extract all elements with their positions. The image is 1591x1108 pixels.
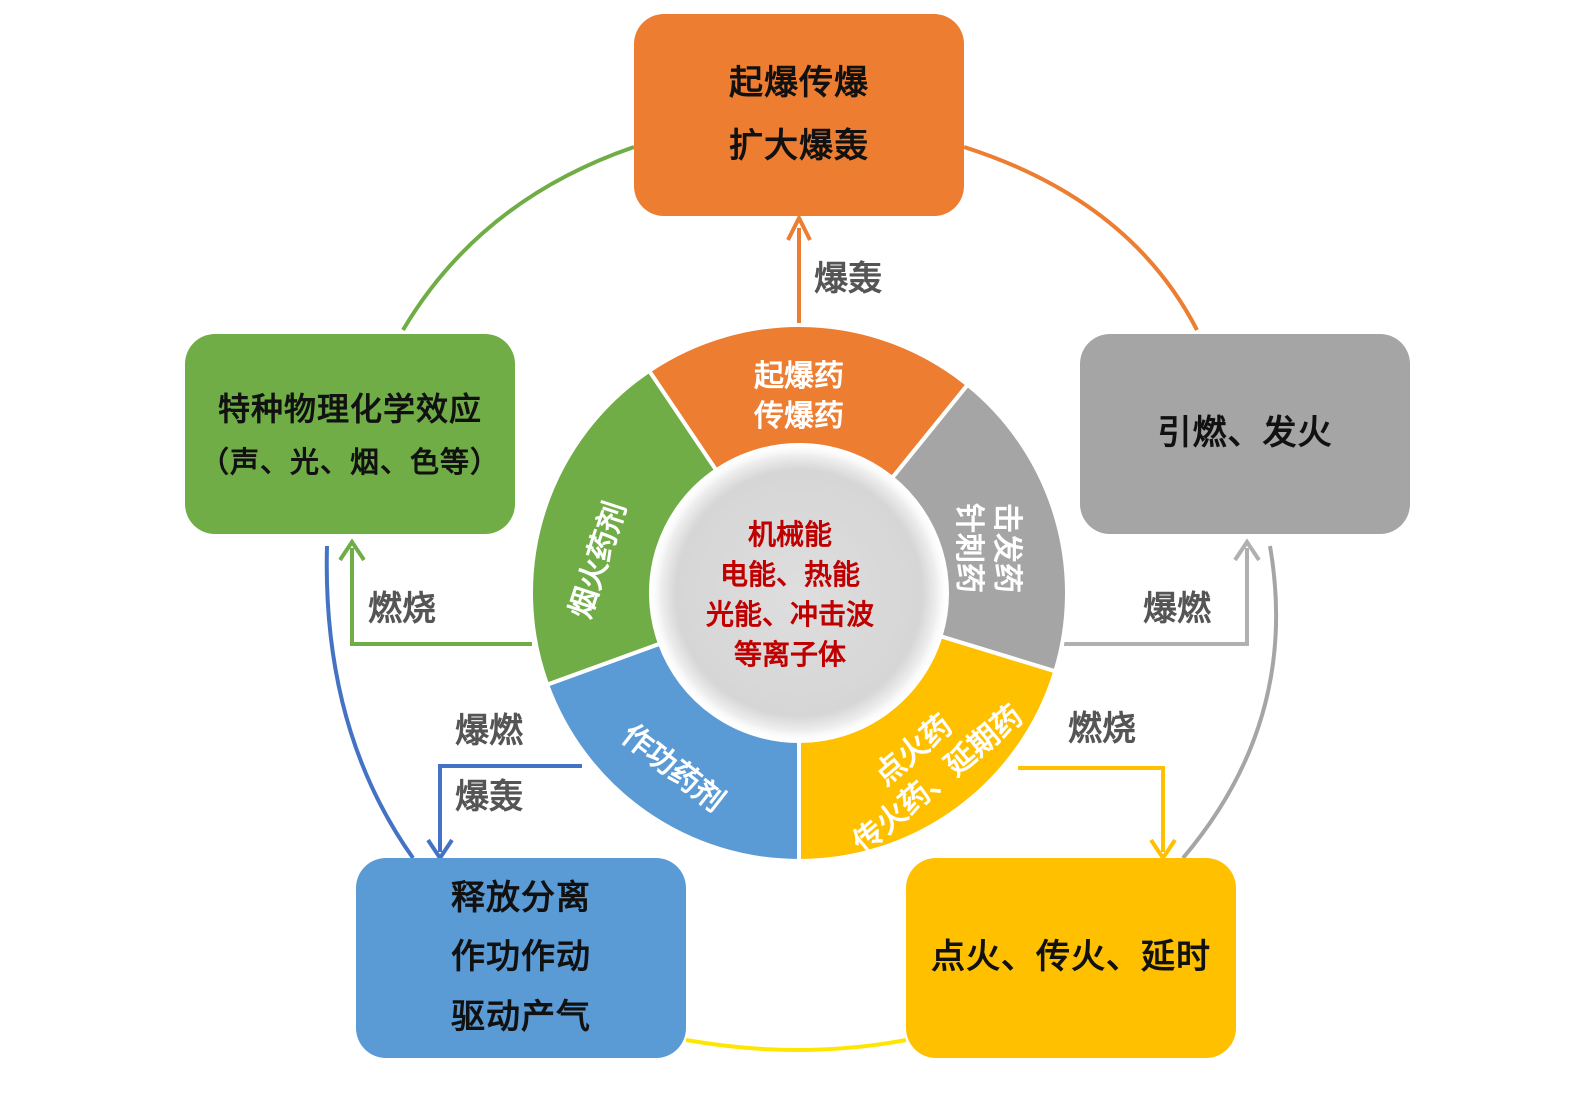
segment-right-line-1: 击发药 [989, 503, 1024, 593]
box-left-line-1: 特种物理化学效应 [217, 389, 482, 428]
center-line-2: 电能、热能 [720, 558, 860, 591]
box-bl-line-3: 驱动产气 [451, 996, 591, 1037]
box-bottom-left-actuation: 释放分离 作功作动 驱动产气 [356, 858, 686, 1058]
box-bottom-right-ignition-delay: 点火、传火、延时 [906, 858, 1236, 1058]
arrowhead-right [1233, 538, 1261, 562]
label-bottom-right: 燃烧 [1068, 709, 1136, 749]
box-bl-line-2: 作功作动 [451, 937, 591, 978]
segment-right-line-2: 针刺药 [951, 503, 986, 593]
box-right-line-1: 引燃、发火 [1157, 413, 1333, 454]
center-line-1: 机械能 [748, 518, 832, 551]
arrow-right [1064, 548, 1249, 646]
box-left-line-2: （声、光、烟、色等） [199, 444, 500, 479]
center-text: 机械能 电能、热能 光能、冲击波 等离子体 [705, 518, 875, 671]
segment-top-line-2: 传爆药 [753, 399, 844, 434]
box-top-initiation: 起爆传爆 扩大爆轰 [634, 14, 964, 216]
box-right-ignition: 引燃、发火 [1080, 334, 1410, 534]
center-disc [649, 443, 949, 743]
box-top-line-1: 起爆传爆 [729, 63, 869, 104]
arrow-labels: 爆轰 爆燃 燃烧 燃烧 爆燃 爆轰 [368, 259, 1212, 817]
box-br-line-1: 点火、传火、延时 [931, 937, 1211, 978]
arrow-bottom-right [1018, 766, 1165, 852]
outer-ring [324, 145, 1279, 1052]
label-left: 燃烧 [368, 589, 436, 629]
label-right: 爆燃 [1143, 589, 1212, 629]
label-bottom-left-2: 爆轰 [455, 777, 523, 817]
ring-arc-left-bottom [324, 545, 415, 860]
box-top-line-2: 扩大爆轰 [729, 126, 869, 166]
ring-arc-bottom [685, 1038, 907, 1052]
box-bl-line-1: 释放分离 [451, 877, 591, 918]
arrowhead-left [338, 538, 366, 562]
ring-arc-left-top [401, 145, 635, 332]
box-left-special-effects: 特种物理化学效应 （声、光、烟、色等） [185, 334, 515, 534]
donut-ring [529, 323, 1069, 864]
arrow-bottom-left [438, 764, 582, 852]
center-line-3: 光能、冲击波 [705, 598, 875, 631]
ring-arc-right-bottom [1181, 545, 1279, 860]
arrow-left [350, 548, 532, 646]
label-top: 爆轰 [814, 259, 882, 299]
segment-top-line-1: 起爆药 [754, 359, 844, 394]
ring-arc-top-right [963, 145, 1199, 331]
arrowhead-top [786, 213, 812, 241]
label-bottom-left-1: 爆燃 [455, 711, 524, 751]
center-line-4: 等离子体 [734, 638, 847, 671]
